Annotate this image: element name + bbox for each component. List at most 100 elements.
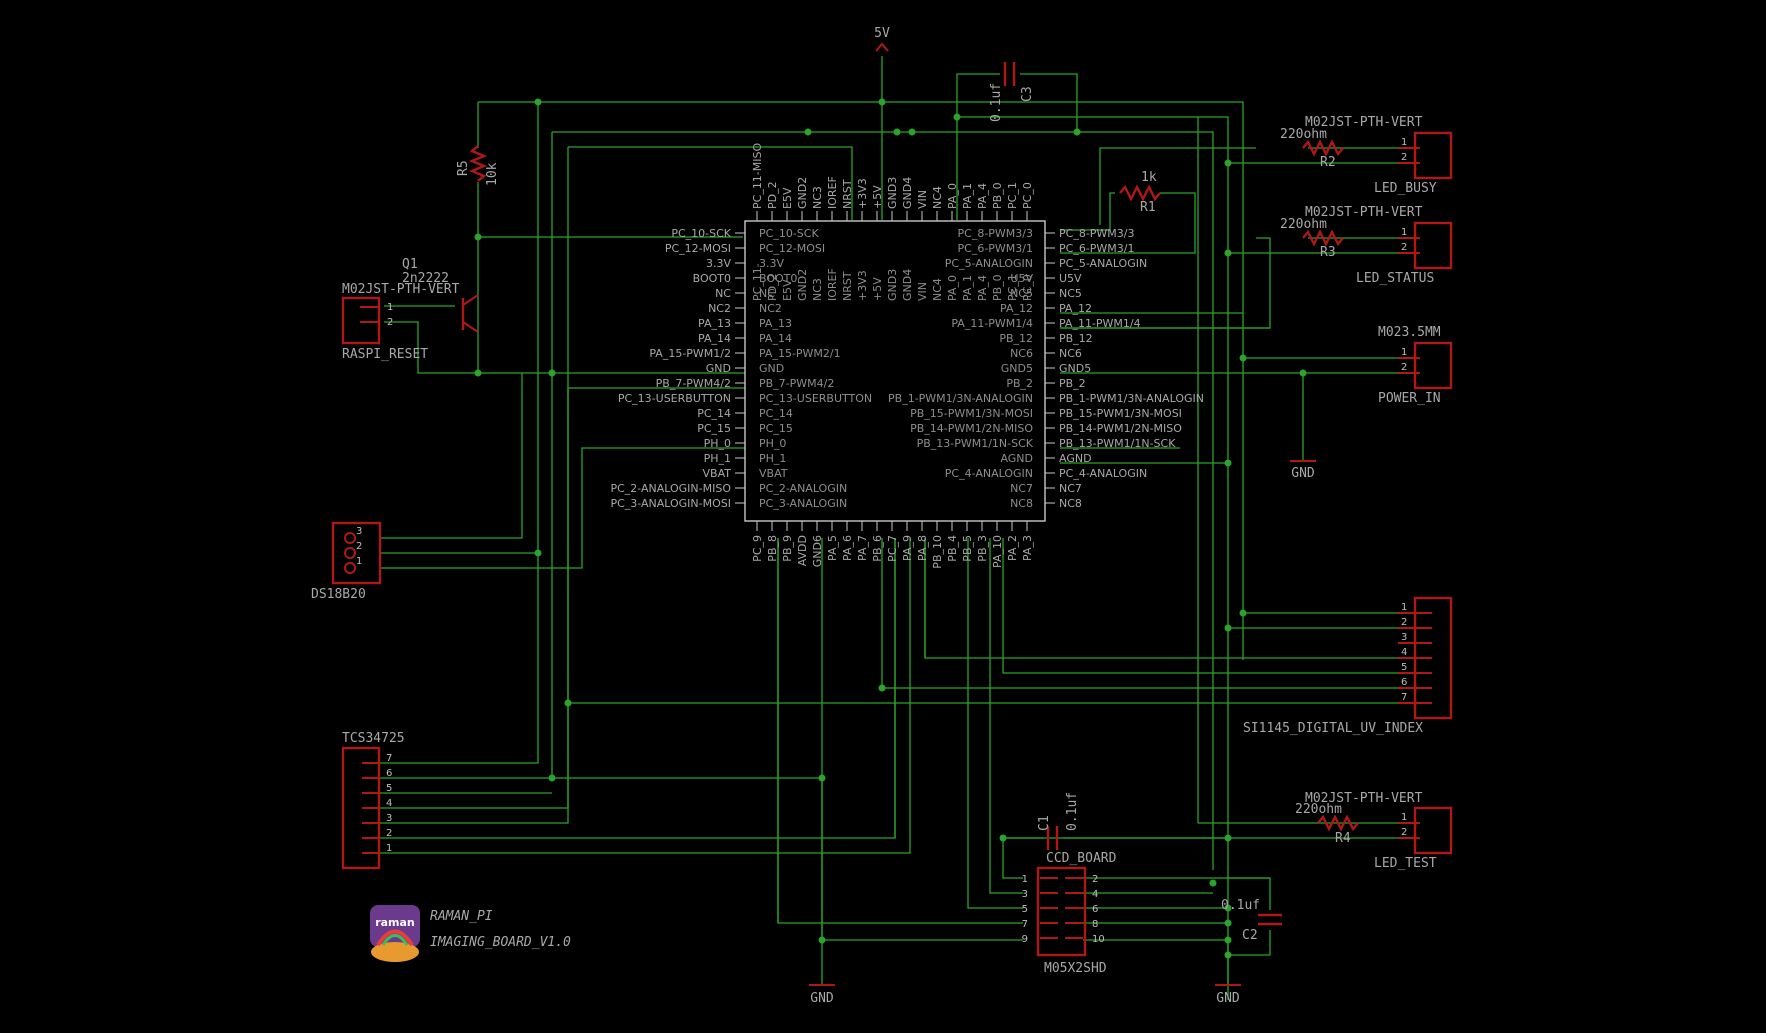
led-test-value: 220ohm	[1295, 802, 1342, 817]
mcu-inner-top-label: PB_0	[991, 274, 1004, 301]
mcu-right-pin-label: PC_8-PWM3/3	[1059, 227, 1135, 240]
led-test-pin-1-label: 1	[1401, 812, 1407, 823]
mcu-bottom-pin-label: PB_3	[976, 535, 989, 562]
mcu-inner-left-label: PC_14	[759, 407, 793, 420]
q1-collector	[462, 294, 479, 306]
supply-5v: 5V	[874, 26, 890, 52]
transistor-q1: Q1 2n2222	[402, 257, 479, 333]
mcu-left-pin-label: PC_10-SCK	[671, 227, 731, 240]
mcu-right-pin-label: PB_12	[1059, 332, 1093, 345]
supply-arrow	[875, 42, 889, 52]
mcu-right-pin-label: PB_14-PWM1/2N-MISO	[1059, 422, 1182, 435]
wire-tcs-1	[380, 538, 911, 854]
raspi-reset-name: RASPI_RESET	[342, 347, 428, 362]
gnd-label-right: GND	[1216, 991, 1240, 1006]
mcu-bottom-pin-label: PB_8	[766, 535, 779, 562]
led-status-name: LED_STATUS	[1356, 271, 1434, 286]
wire-tcs-6	[380, 132, 553, 779]
mcu-inner-left-label: GND	[759, 362, 784, 375]
logo-line-1: RAMAN_PI	[430, 909, 493, 924]
junction	[878, 684, 886, 692]
c1-value: 0.1uf	[1065, 792, 1080, 831]
ccd-board-part: M05X2SHD	[1044, 961, 1107, 976]
mcu-inner-left-label: BOOT0	[759, 272, 797, 285]
connector-led-test: M02JST-PTH-VERT 220ohm R4 1 2 LED_TEST	[1295, 791, 1453, 871]
ccd-board-pin-left-label: 7	[1022, 919, 1028, 930]
junction	[1299, 369, 1307, 377]
mcu-inner-left-label: NC	[759, 287, 775, 300]
mcu-inner-top-label: +5V	[871, 277, 884, 301]
mcu-inner-top-label: PC_0	[1021, 274, 1034, 301]
mcu-inner-left-label: PC_2-ANALOGIN	[759, 482, 847, 495]
junction	[999, 834, 1007, 842]
mcu-inner-right-label: PC_4-ANALOGIN	[945, 467, 1033, 480]
led-busy-pin-2-label: 2	[1401, 152, 1407, 163]
wire-tcs-3	[380, 387, 745, 824]
wire-gnd-rail	[552, 131, 1214, 870]
mcu-left-pin-label: BOOT0	[693, 272, 731, 285]
junction	[1224, 919, 1232, 927]
mcu-bottom-pin-label: PA_5	[826, 535, 839, 561]
r5-zigzag	[468, 145, 488, 182]
raspi-reset-pin-1-label: 1	[387, 302, 393, 313]
mcu-left-pin-label: PB_7-PWM4/2	[656, 377, 731, 390]
mcu-right-pin-label: PB_2	[1059, 377, 1086, 390]
ccd-board-pin-left-label: 1	[1022, 874, 1028, 885]
junction	[474, 233, 482, 241]
mcu-right-pin-label: NC8	[1059, 497, 1082, 510]
connector-power-in: M023.5MM 1 2 POWER_IN GND	[1290, 325, 1453, 481]
sensor-ds18b20: 3 2 1 DS18B20	[311, 521, 382, 602]
mcu-bottom-pin-label: PA_9	[901, 535, 914, 561]
led-status-body	[1413, 221, 1453, 270]
wire-c3-rail	[957, 116, 1229, 1000]
capacitor-c1: C1 0.1uf	[1037, 792, 1080, 850]
wire-ds-3	[380, 373, 523, 539]
mcu-left-pin-label: GND	[706, 362, 731, 375]
junction	[1239, 609, 1247, 617]
mcu-inner-right-label: PB_2	[1006, 377, 1033, 390]
r2-zigzag	[1302, 139, 1344, 157]
wire-tcs-7	[380, 553, 539, 764]
power-in-name: POWER_IN	[1378, 391, 1441, 406]
mcu-inner-right-label: PB_14-PWM1/2N-MISO	[910, 422, 1033, 435]
mcu-inner-left-label: PC_15	[759, 422, 793, 435]
mcu-inner-right-label: PB_15-PWM1/3N-MOSI	[910, 407, 1033, 420]
tcs34725-pin-label: 2	[386, 828, 392, 839]
c2-name: C2	[1242, 928, 1258, 943]
mcu-right-pin-label: PB_13-PWM1/1N-SCK	[1059, 437, 1176, 450]
wire-r1	[1060, 192, 1115, 231]
connector-led-status: M02JST-PTH-VERT 220ohm R3 1 2 LED_STATUS	[1280, 205, 1453, 286]
mcu-bottom-pin-label: PB_9	[781, 535, 794, 562]
raspi-reset-pin-2-label: 2	[387, 317, 393, 328]
junction	[548, 369, 556, 377]
mcu-inner-left-label: VBAT	[759, 467, 788, 480]
mcu-bottom-pin-label: PC_9	[751, 535, 764, 562]
wire-ccd-5	[967, 538, 1023, 909]
mcu-inner-top-label: VIN	[916, 282, 929, 301]
capacitor-c3: 0.1uf C3	[989, 62, 1035, 122]
mcu-top-pin-label: E5V	[781, 187, 794, 209]
tcs34725-body	[341, 746, 381, 870]
mcu-inner-left-label: PH_0	[759, 437, 786, 450]
wire-ccd-1	[1002, 838, 1023, 879]
mcu-bottom-pin-label: PA_10	[991, 535, 1004, 568]
wire-si-5	[1002, 538, 1398, 674]
junction	[1224, 904, 1232, 912]
junction	[893, 128, 901, 136]
mcu-left-pin-label: PH_0	[704, 437, 731, 450]
wire-c3-left	[956, 73, 1000, 117]
mcu-inner-left-label: PA_15-PWM2/1	[759, 347, 841, 360]
mcu-right-pin-label: PC_5-ANALOGIN	[1059, 257, 1147, 270]
tcs34725-pin-label: 5	[386, 783, 392, 794]
r4-name: R4	[1335, 831, 1351, 846]
mcu-bottom-pin-label: PA_2	[1006, 535, 1019, 561]
mcu-bottom-pin-label: PB_4	[946, 535, 959, 562]
mcu-inner-right-label: PA_12	[1000, 302, 1033, 315]
mcu-top-pin-label: PD_2	[766, 181, 779, 209]
wire-5v-rail	[478, 101, 1244, 660]
ccd-board-pin-right-label: 6	[1092, 904, 1098, 915]
tcs34725-name: TCS34725	[342, 731, 405, 746]
ccd-board-body	[1036, 866, 1087, 957]
